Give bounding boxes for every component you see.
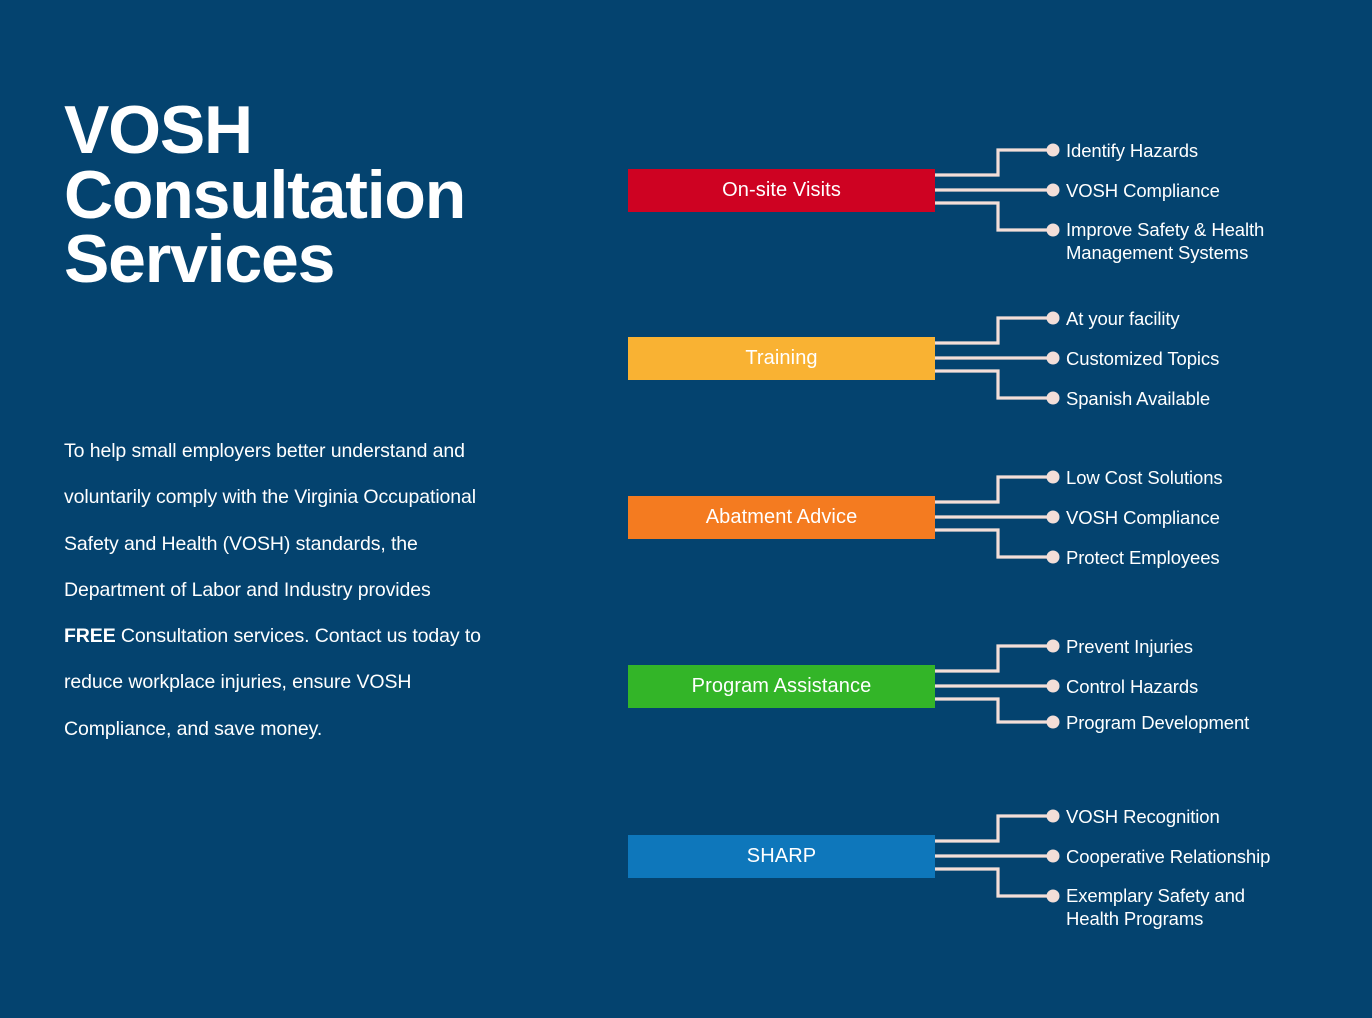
category-bar[interactable]: SHARP [628,834,935,878]
connector-line [935,644,1053,673]
connector-lines [935,143,1060,237]
connector-dot [1046,311,1060,325]
connector-line [935,697,1053,724]
category-bar-label: Abatment Advice [705,505,858,528]
intro-paragraph: To help small employers better understan… [64,428,484,752]
service-detail-label[interactable]: VOSH Recognition [1066,806,1220,827]
category-bar-label: Training [745,346,818,369]
left-column: VOSH Consultation Services [64,92,584,298]
category-bar-label: Program Assistance [691,674,872,697]
service-detail-label[interactable]: VOSH Compliance [1066,180,1220,201]
service-detail-label[interactable]: VOSH Compliance [1066,507,1220,528]
category-bar-label: On-site Visits [722,178,841,201]
connector-dot [1046,351,1060,365]
connector-dot [1046,809,1060,823]
connector-line [935,201,1053,232]
connector-lines [935,311,1060,405]
connector-line [935,528,1053,559]
connector-lines [935,639,1060,729]
connector-line [935,148,1053,177]
service-detail-label[interactable]: Cooperative Relationship [1066,846,1271,867]
category-bar[interactable]: On-site Visits [628,168,935,212]
connector-dot [1046,715,1060,729]
connector-dot [1046,470,1060,484]
connector-lines [935,809,1060,903]
connector-dot [1046,510,1060,524]
category-bar[interactable]: Program Assistance [628,664,935,708]
intro-text-after-bold: Consultation services. Contact us today … [64,625,481,740]
service-detail-label[interactable]: Improve Safety & Health Management Syste… [1066,219,1265,263]
service-detail-label[interactable]: Protect Employees [1066,547,1220,568]
connector-line [935,867,1053,898]
connector-dot [1046,183,1060,197]
service-detail-label[interactable]: Exemplary Safety and Health Programs [1066,885,1245,929]
connector-dot [1046,391,1060,405]
service-detail-label[interactable]: Program Development [1066,712,1250,733]
connector-lines [935,470,1060,564]
service-detail-label[interactable]: Low Cost Solutions [1066,467,1223,488]
connector-line [935,369,1053,400]
service-detail-label[interactable]: Prevent Injuries [1066,636,1193,657]
connector-dot [1046,550,1060,564]
connector-dot [1046,143,1060,157]
connector-dot [1046,639,1060,653]
service-detail-label[interactable]: Spanish Available [1066,388,1211,409]
connector-dot [1046,223,1060,237]
free-emphasis: FREE [64,625,116,648]
service-detail-label[interactable]: Identify Hazards [1066,140,1199,161]
category-bar[interactable]: Abatment Advice [628,495,935,539]
connector-line [935,814,1053,843]
connector-line [935,475,1053,504]
service-detail-label[interactable]: Customized Topics [1066,348,1220,369]
category-bar-label: SHARP [746,844,817,867]
connector-dot [1046,849,1060,863]
connector-dot [1046,679,1060,693]
service-detail-label[interactable]: Control Hazards [1066,676,1199,697]
service-detail-label[interactable]: At your facility [1066,308,1180,329]
connector-line [935,316,1053,345]
page-title: VOSH Consultation Services [64,92,466,298]
intro-text-before-bold: To help small employers better understan… [64,440,477,601]
connector-dot [1046,889,1060,903]
category-bar[interactable]: Training [628,336,935,380]
